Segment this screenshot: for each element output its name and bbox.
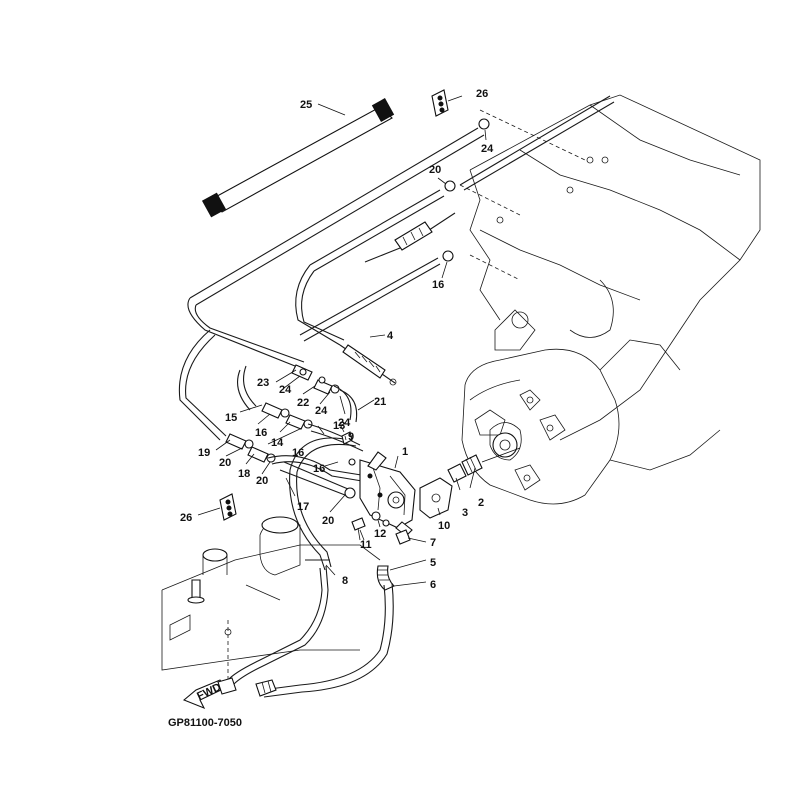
label-12: 12 xyxy=(374,528,386,540)
label-18: 18 xyxy=(238,468,250,480)
part-7-bolt xyxy=(395,529,411,545)
label-19: 19 xyxy=(198,447,210,459)
label-20b: 20 xyxy=(219,457,231,469)
clamp-16-mid xyxy=(348,458,356,466)
label-3: 3 xyxy=(462,507,468,519)
label-13: 13 xyxy=(333,420,345,432)
label-24a: 24 xyxy=(481,143,494,155)
clamp-24-upper xyxy=(478,118,490,130)
clamp-20-mid xyxy=(344,487,356,499)
label-22: 22 xyxy=(297,397,309,409)
clamp-20-upper xyxy=(444,180,456,192)
part-1-oil-pump xyxy=(359,451,416,537)
label-14: 14 xyxy=(271,437,284,449)
oil-tank xyxy=(161,516,381,690)
part-labels: 1 2 3 4 5 6 7 8 9 10 11 12 13 14 15 16 1… xyxy=(180,88,494,591)
label-23: 23 xyxy=(257,377,269,389)
part-26-bracket-top xyxy=(431,89,449,117)
diagram-caption: GP81100-7050 xyxy=(168,717,243,729)
part-12-washer xyxy=(371,511,390,527)
part-26-bracket-left xyxy=(219,493,237,521)
part-8-hose xyxy=(217,565,329,695)
label-16c: 16 xyxy=(292,447,304,459)
label-10: 10 xyxy=(438,520,450,532)
label-24c: 24 xyxy=(315,405,328,417)
label-8: 8 xyxy=(342,575,348,587)
part-2-spring xyxy=(461,454,483,476)
cable-loops xyxy=(178,264,345,441)
part-4-cable xyxy=(339,334,397,386)
part-5-6-hoses xyxy=(255,565,395,698)
label-20c: 20 xyxy=(256,475,268,487)
label-7: 7 xyxy=(430,537,436,549)
part-3-bushing xyxy=(447,463,467,483)
part-9-clip xyxy=(341,431,353,445)
clamp-16-upper xyxy=(442,250,454,262)
pump-hoses xyxy=(267,385,381,571)
label-16b: 16 xyxy=(255,427,267,439)
label-15: 15 xyxy=(225,412,237,424)
label-24b: 24 xyxy=(279,384,292,396)
part-25-tube xyxy=(201,98,395,218)
label-5: 5 xyxy=(430,557,436,569)
label-1: 1 xyxy=(402,446,408,458)
label-16d: 16 xyxy=(313,463,325,475)
label-11: 11 xyxy=(360,539,372,551)
label-20a: 20 xyxy=(429,164,441,176)
label-24d: 24 xyxy=(338,417,351,429)
upper-hoses xyxy=(189,95,615,342)
label-6: 6 xyxy=(430,579,436,591)
label-20d: 20 xyxy=(322,515,334,527)
engine-block xyxy=(459,94,761,441)
label-17: 17 xyxy=(297,501,309,513)
label-16a: 16 xyxy=(432,279,444,291)
label-9: 9 xyxy=(348,431,354,443)
label-2: 2 xyxy=(478,497,484,509)
label-25: 25 xyxy=(300,99,312,111)
label-21: 21 xyxy=(374,396,386,408)
label-4: 4 xyxy=(387,330,394,342)
label-26b: 26 xyxy=(180,512,192,524)
part-10-gasket xyxy=(419,477,453,519)
label-26a: 26 xyxy=(476,88,488,100)
leader-lines xyxy=(197,95,487,587)
part-11-bolt xyxy=(351,517,366,541)
pump-housing xyxy=(461,339,721,505)
